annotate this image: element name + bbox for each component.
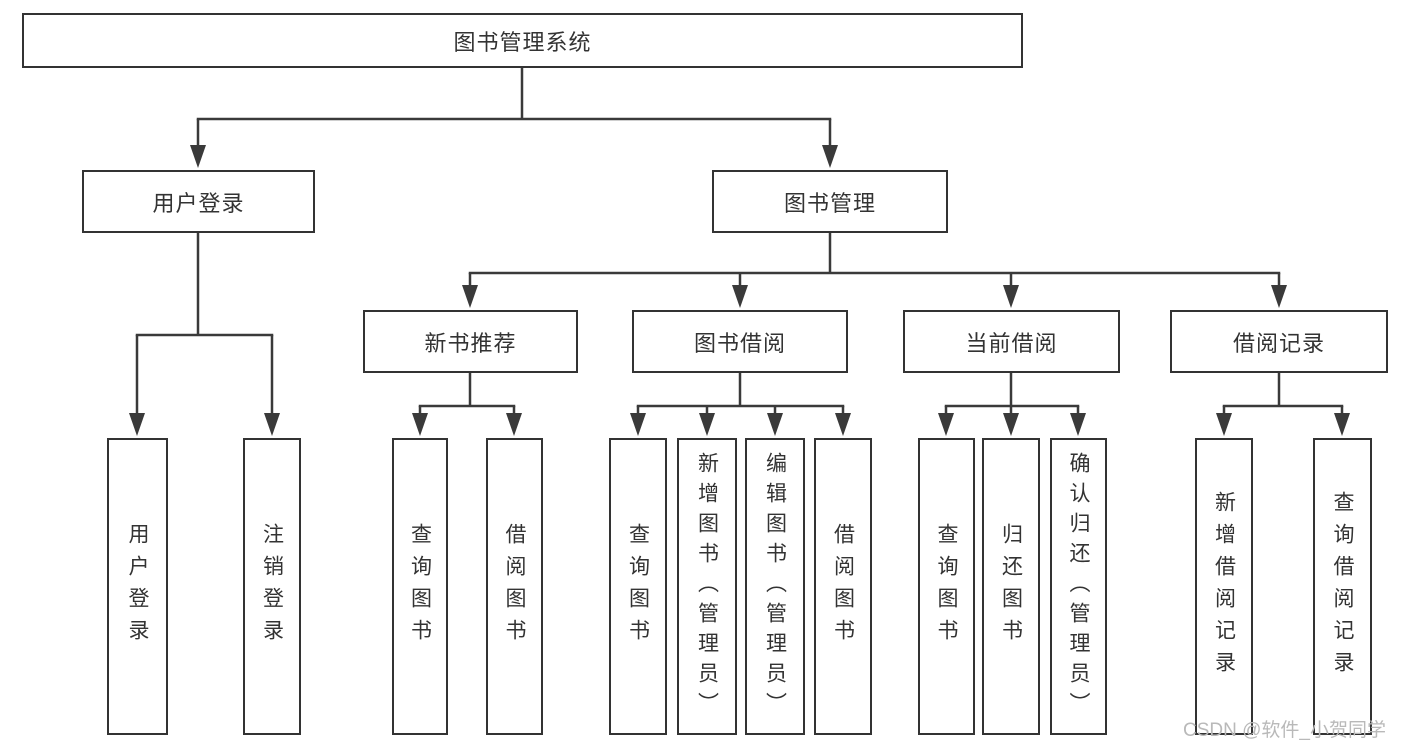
arrowhead-icon (129, 413, 145, 436)
node-book-management: 图书管理 (712, 170, 948, 233)
leaf-add-books-admin: 新增图书（管理员） (677, 438, 737, 735)
leaf-query-books-current: 查询图书 (918, 438, 975, 735)
node-label: 编辑图书（管理员） (763, 451, 787, 722)
node-label: 归还图书 (999, 522, 1023, 651)
node-label: 查询图书 (935, 522, 958, 651)
leaf-borrow-books-borrowing: 借阅图书 (814, 438, 872, 735)
arrowhead-icon (190, 145, 206, 168)
node-label: 新书推荐 (424, 330, 517, 356)
node-label: 借阅图书 (831, 522, 855, 651)
arrowhead-icon (630, 413, 646, 436)
arrowhead-icon (264, 413, 280, 436)
arrowhead-icon (412, 413, 428, 436)
node-library-management-system: 图书管理系统 (22, 13, 1023, 68)
arrowhead-icon (462, 285, 478, 308)
leaf-borrow-books-recommend: 借阅图书 (486, 438, 543, 735)
leaf-edit-books-admin: 编辑图书（管理员） (745, 438, 805, 735)
node-label: 图书管理系统 (453, 29, 592, 55)
node-label: 查询图书 (408, 522, 432, 651)
node-label: 注销登录 (260, 522, 284, 651)
node-label: 当前借阅 (965, 330, 1058, 356)
leaf-confirm-return-admin: 确认归还（管理员） (1050, 438, 1107, 735)
arrowhead-icon (1216, 413, 1232, 436)
node-label: 确认归还（管理员） (1067, 451, 1090, 722)
node-label: 查询图书 (626, 522, 650, 651)
node-label: 借阅记录 (1232, 330, 1325, 356)
arrowhead-icon (506, 413, 522, 436)
node-label: 查询借阅记录 (1331, 490, 1354, 683)
arrowhead-icon (1003, 285, 1019, 308)
leaf-add-borrow-record: 新增借阅记录 (1195, 438, 1253, 735)
leaf-query-borrow-record: 查询借阅记录 (1313, 438, 1372, 735)
leaf-query-books-recommend: 查询图书 (392, 438, 448, 735)
node-label: 图书借阅 (693, 330, 786, 356)
node-label: 新增借阅记录 (1212, 490, 1236, 683)
node-borrowing-records: 借阅记录 (1170, 310, 1388, 373)
node-label: 用户登录 (126, 522, 149, 651)
arrowhead-icon (1070, 413, 1086, 436)
watermark: CSDN @软件_小贺同学 (1183, 720, 1386, 741)
arrowhead-icon (822, 145, 838, 168)
node-label: 图书管理 (783, 190, 876, 216)
arrowhead-icon (732, 285, 748, 308)
node-label: 借阅图书 (503, 522, 526, 651)
node-user-login: 用户登录 (82, 170, 315, 233)
node-book-borrowing: 图书借阅 (632, 310, 848, 373)
node-new-book-recommendation: 新书推荐 (363, 310, 578, 373)
arrowhead-icon (1334, 413, 1350, 436)
arrowhead-icon (1003, 413, 1019, 436)
leaf-logout: 注销登录 (243, 438, 301, 735)
leaf-return-books: 归还图书 (982, 438, 1040, 735)
arrowhead-icon (699, 413, 715, 436)
arrowhead-icon (835, 413, 851, 436)
arrowhead-icon (938, 413, 954, 436)
arrowhead-icon (1271, 285, 1287, 308)
leaf-query-books-borrowing: 查询图书 (609, 438, 667, 735)
leaf-user-login: 用户登录 (107, 438, 168, 735)
node-label: 新增图书（管理员） (695, 451, 719, 722)
node-current-borrowing: 当前借阅 (903, 310, 1120, 373)
node-label: 用户登录 (152, 190, 245, 216)
arrowhead-icon (767, 413, 783, 436)
